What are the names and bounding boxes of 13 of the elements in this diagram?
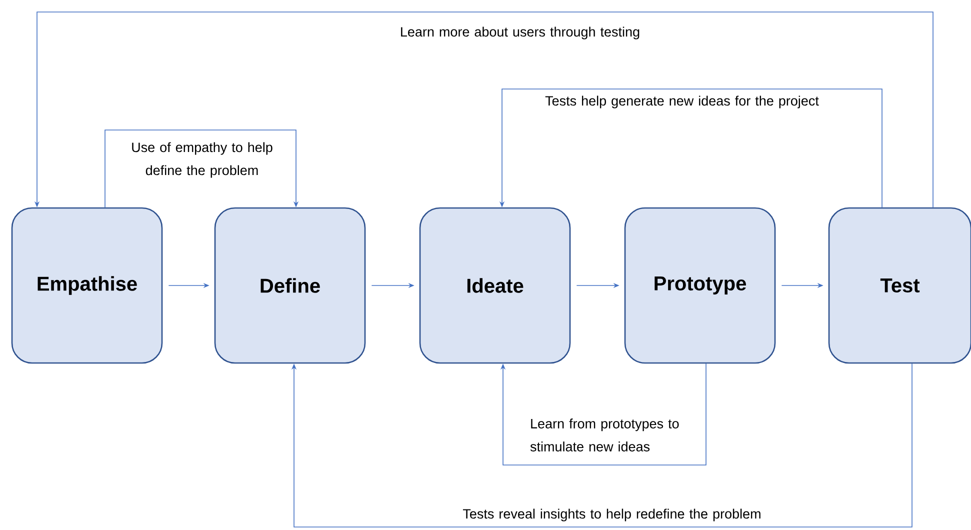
arrow (104, 130, 299, 208)
edge-label: Use of empathy to help define the problem (132, 142, 272, 178)
process-box: Define (214, 207, 366, 364)
edge-label: Tests help generate new ideas for the project (545, 96, 819, 108)
process-box: Empathise (11, 207, 163, 364)
edge-label: Learn more about users through testing (401, 26, 640, 40)
edge-label: Learn from prototypes to stimulate new ideas (530, 418, 679, 452)
arrow (500, 363, 706, 466)
process-box: Ideate (419, 207, 571, 364)
process-box: Test (828, 207, 971, 364)
process-box: Prototype (624, 207, 776, 364)
arrow (291, 363, 912, 528)
edge-label: Tests reveal insights to help redefine the problem (462, 508, 760, 522)
